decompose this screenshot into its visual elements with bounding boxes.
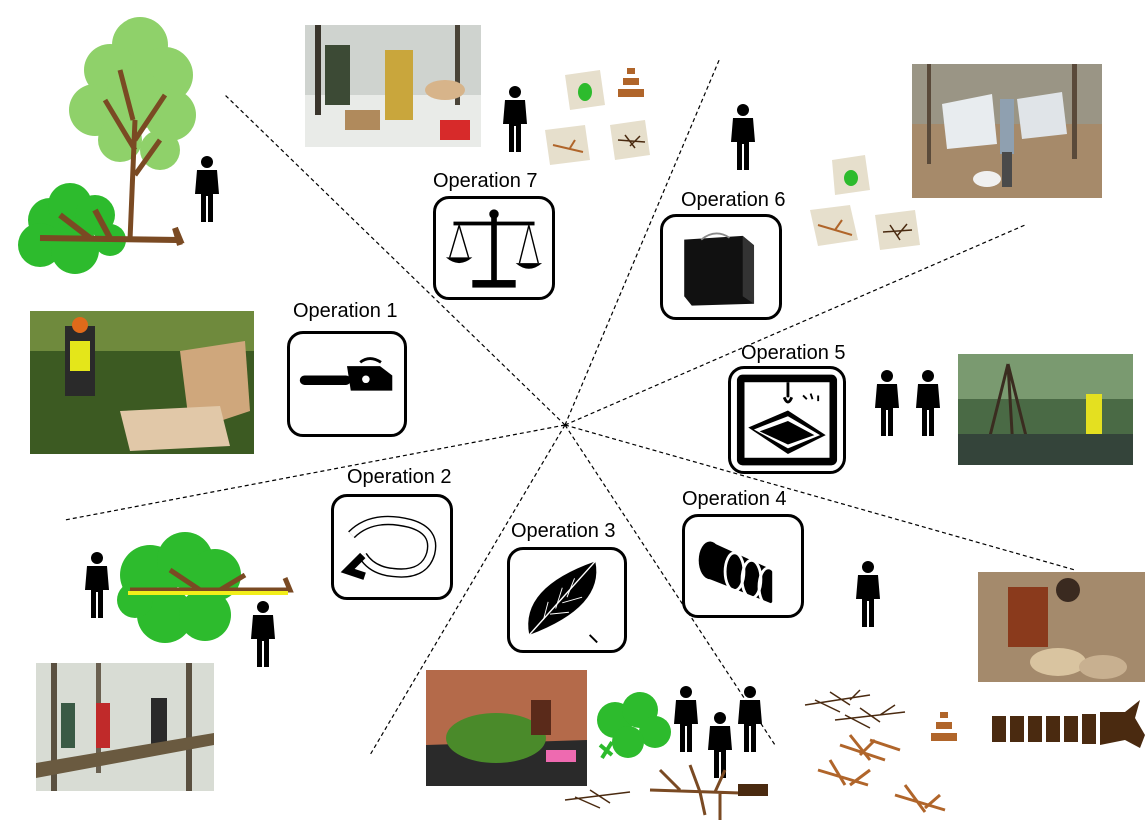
operation-6-box [660,214,782,320]
person-icon [738,686,762,752]
person-icon [503,86,527,152]
fallen-tree-measured-icon [117,532,294,643]
person-icon [251,601,275,667]
photo-sample-bagging [912,64,1102,198]
twig-bundles-icon [564,689,906,809]
operation-5-label: Operation 5 [741,342,846,364]
person-icon [674,686,698,752]
person-icon [875,370,899,436]
stacked-disks-icon [931,712,957,741]
bag-icon [684,232,755,306]
standing-tree-icon [18,17,196,274]
operation-2-label: Operation 2 [347,466,452,488]
paper-sample-branch-icon [545,125,590,165]
person-icon [85,552,109,618]
photo-felling [30,311,254,454]
log-sections-icon [992,700,1145,748]
photo-crane-lift [958,354,1133,465]
operation-7-label: Operation 7 [433,170,538,192]
measuring-tape-icon [340,515,437,580]
person-icon [856,561,880,627]
paper-sample-twigs-icon [875,210,920,250]
person-icon [195,156,219,222]
divider-line [64,424,566,521]
balance-scale-icon [445,209,543,288]
branch-with-log-icon [649,764,768,820]
leaf-icon [528,560,598,644]
operation-3-label: Operation 3 [511,520,616,542]
paper-sample-leaf-icon [832,155,870,195]
divider-line [224,94,566,426]
paper-sample-twigs-icon [610,120,650,160]
operation-4-box [682,514,804,618]
crane-lift-icon [736,374,838,466]
operation-6-label: Operation 6 [681,189,786,211]
photo-leaf-collection [426,670,587,786]
person-icon [708,712,732,778]
operation-5-box [728,366,846,474]
divider-line [564,57,721,426]
operation-4-label: Operation 4 [682,488,787,510]
sector-dividers [64,57,1076,756]
operation-3-box [507,547,627,653]
paper-sample-leaf-icon [565,70,605,110]
person-icon [731,104,755,170]
leaf-bundle-icon [597,692,671,760]
branch-pile-icon [817,734,946,813]
operation-7-box [433,196,555,300]
stacked-disks-icon [618,68,644,97]
chainsaw-icon [299,357,393,391]
divider-line [564,424,1076,571]
operation-2-box [331,494,453,600]
divider-line [369,424,566,756]
person-icon [916,370,940,436]
paper-sample-branch-icon [810,205,858,246]
photo-log-cutting [978,572,1145,682]
operation-1-box [287,331,407,437]
log-sections-icon [698,541,780,607]
operation-1-label: Operation 1 [293,300,398,322]
photo-sample-processing [305,25,481,147]
photo-tree-measuring [36,663,214,791]
divider-line [564,424,776,746]
